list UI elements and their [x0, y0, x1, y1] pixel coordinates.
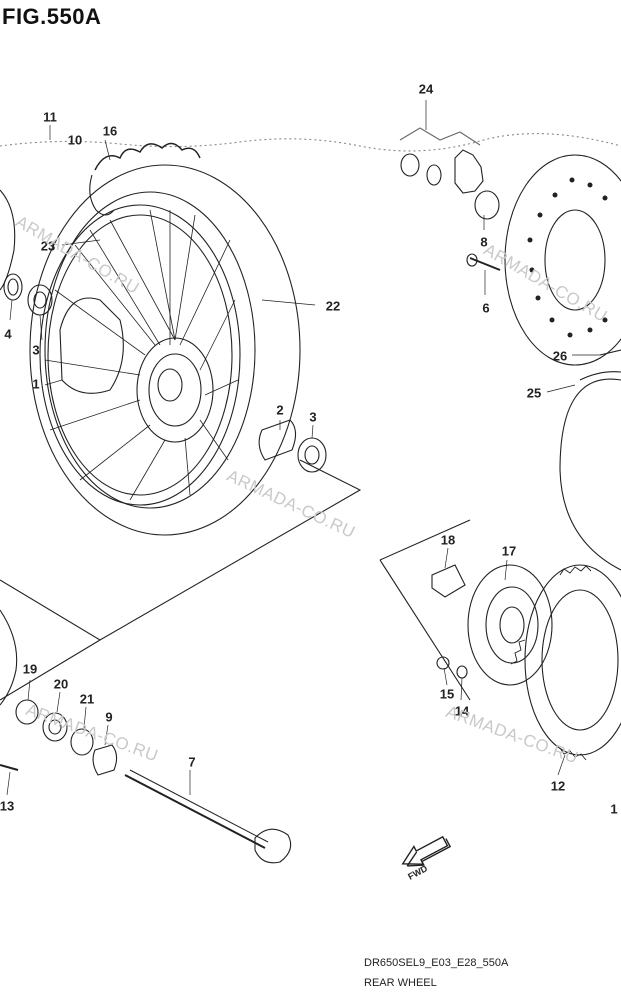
cushion-18: [431, 564, 466, 598]
callout-3-right: 3: [309, 409, 317, 425]
cut-line: [0, 133, 621, 152]
callout-14: 14: [454, 703, 470, 719]
callout-11: 11: [43, 109, 57, 125]
spacer-2: [258, 419, 297, 461]
callout-19: 19: [22, 661, 38, 677]
rear-rim: [39, 204, 241, 506]
callout-1-right: 1: [610, 801, 618, 817]
callout-25: 25: [526, 385, 542, 401]
drum-17: [467, 564, 553, 686]
fwd-arrow: [401, 835, 452, 867]
wheel-platform: [0, 459, 362, 641]
sprocket-teeth: [510, 565, 592, 761]
callout-1-left: 1: [32, 376, 40, 392]
callout-20: 20: [53, 676, 69, 692]
diagram-code: DR650SEL9_E03_E28_550A: [364, 957, 509, 969]
callout-9: 9: [105, 709, 113, 725]
sprocket-12: [524, 564, 621, 756]
axle-adjuster: [254, 828, 292, 864]
callout-22: 22: [325, 298, 341, 314]
callout-15: 15: [439, 686, 455, 702]
hub-body: [59, 297, 124, 394]
bearing-3-left: [27, 284, 53, 316]
axle-7: [124, 774, 266, 849]
collar-8: [474, 190, 500, 220]
leader-lines: [6, 100, 600, 796]
washer-14: [456, 665, 468, 679]
sprocket-nut-group: [399, 127, 481, 146]
callout-23: 23: [40, 238, 56, 254]
nut-24: [400, 153, 420, 177]
callout-18: 18: [440, 532, 456, 548]
left-partial-wheel: [0, 189, 16, 291]
bolt-6: [469, 257, 501, 271]
seal-20: [42, 712, 68, 742]
callout-8: 8: [480, 234, 488, 250]
callout-4: 4: [4, 326, 12, 342]
callout-24: 24: [418, 81, 434, 97]
fig-title: FIG.550A: [2, 4, 102, 29]
callout-3-left: 3: [32, 342, 40, 358]
seal-4: [3, 273, 23, 301]
diagram-caption: REAR WHEEL: [364, 977, 437, 989]
bolt-13: [0, 764, 19, 771]
tire-right: [559, 378, 621, 571]
brake-disc: [504, 154, 621, 366]
carrier-platform: [379, 519, 471, 561]
callout-16: 16: [102, 123, 118, 139]
callout-6: 6: [482, 300, 490, 316]
left-lower-disc: [0, 609, 18, 706]
callout-10: 10: [67, 132, 83, 148]
callout-21: 21: [79, 691, 95, 707]
callout-12: 12: [550, 778, 566, 794]
spokes: [44, 209, 239, 501]
rear-tire-inner: [44, 191, 256, 509]
callout-7: 7: [188, 754, 196, 770]
callout-26: 26: [552, 348, 568, 364]
callout-17: 17: [501, 543, 517, 559]
tire-tread: [94, 142, 201, 171]
washer-24: [426, 164, 442, 186]
tube-valve-26: [599, 349, 621, 356]
bearing-21: [70, 728, 94, 756]
nut-15: [436, 656, 450, 670]
rear-tire: [29, 164, 301, 536]
callout-13: 13: [0, 798, 15, 814]
spacer-9: [92, 744, 118, 776]
rear-rim-inner: [47, 214, 233, 496]
bearing-3-right: [297, 437, 327, 473]
callout-2: 2: [276, 402, 284, 418]
disc-holes: [527, 177, 608, 338]
sprocket-24: [454, 149, 484, 194]
cap-19: [15, 699, 39, 725]
